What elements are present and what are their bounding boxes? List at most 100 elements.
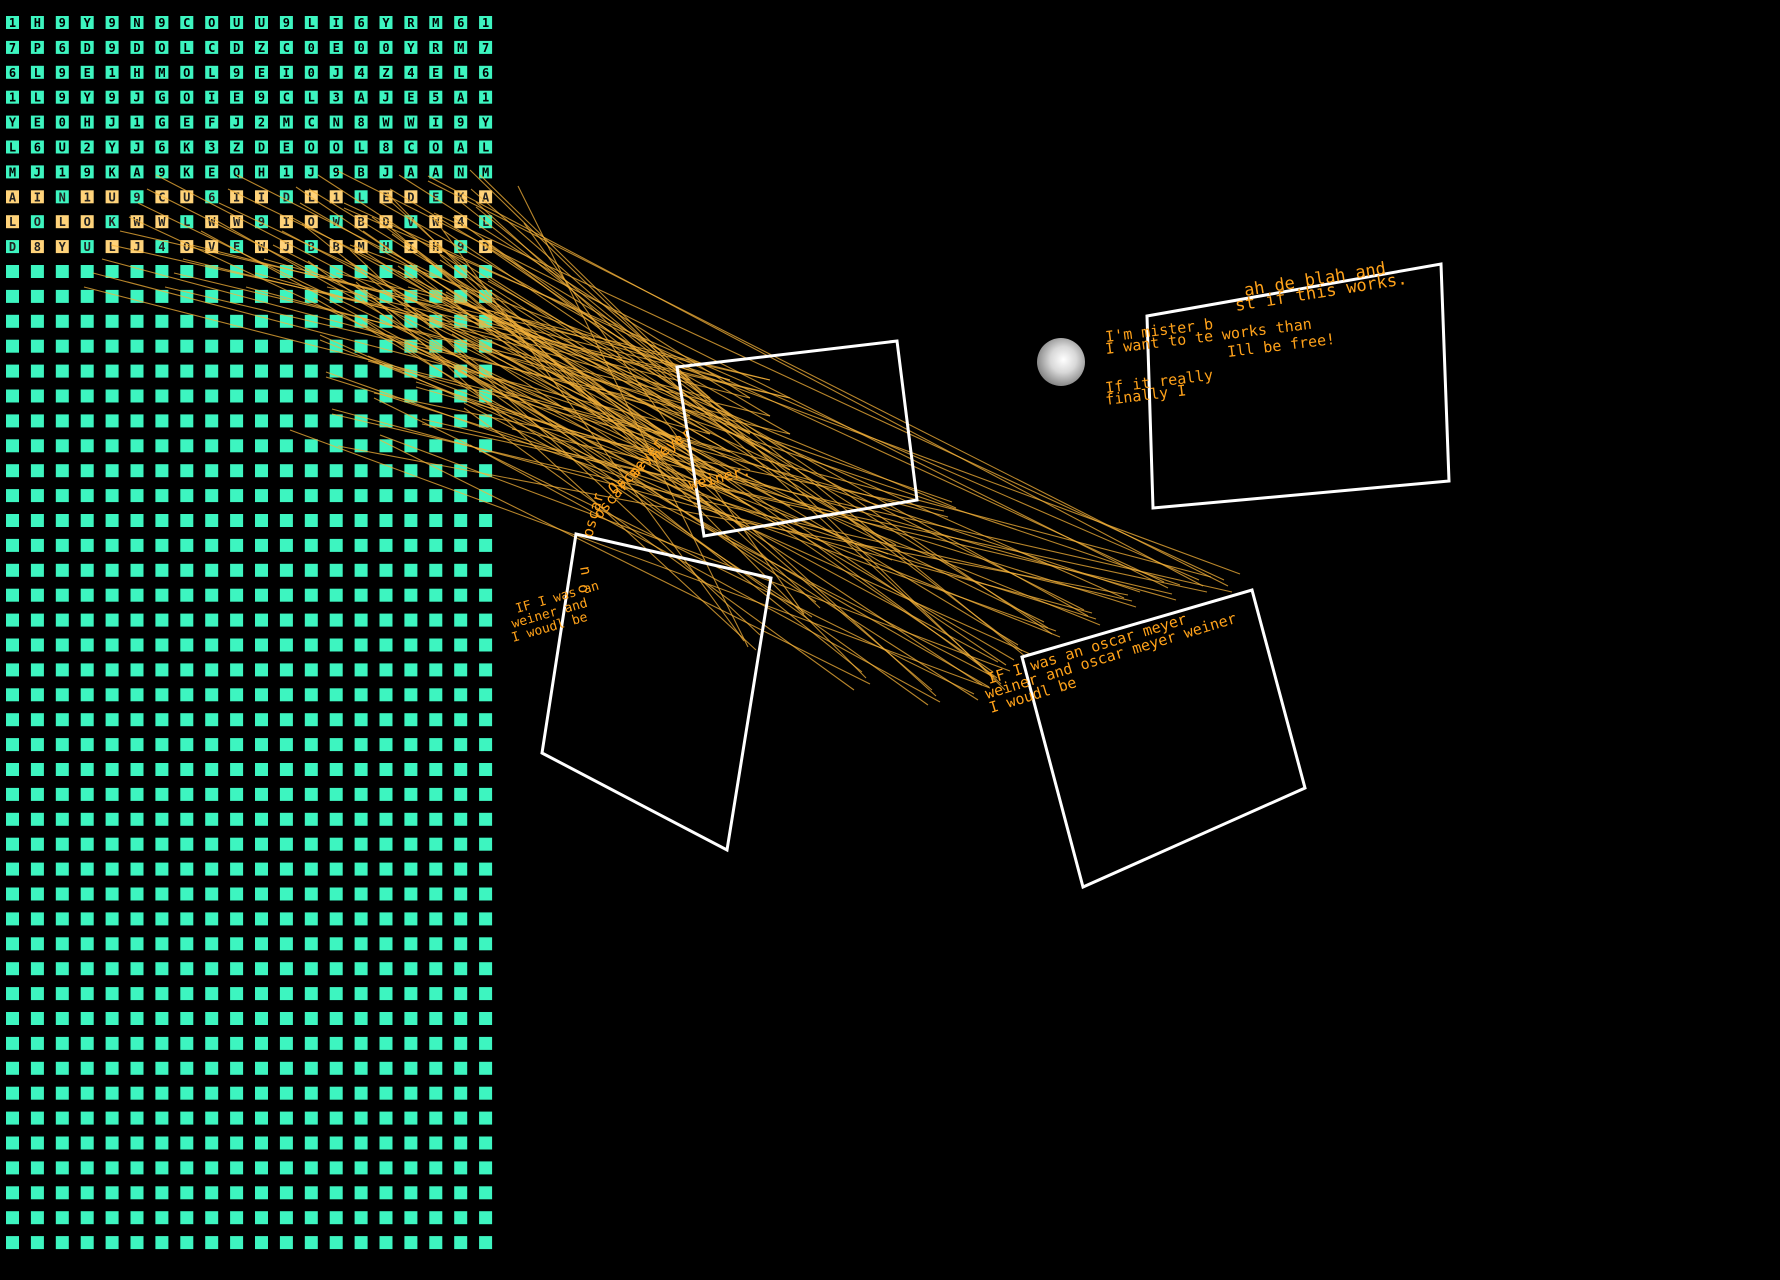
grid-tile (279, 688, 293, 702)
grid-tile (205, 90, 219, 104)
grid-tile (155, 787, 169, 801)
text-glyph-icon: L (183, 41, 190, 55)
grid-tile (230, 738, 244, 752)
grid-tile (230, 1036, 244, 1050)
grid-tile (30, 688, 44, 702)
grid-tile (479, 514, 493, 527)
text-glyph-icon: C (407, 141, 414, 155)
grid-tile (55, 563, 69, 577)
grid-tile (304, 1161, 318, 1175)
grid-tile (6, 339, 19, 353)
grid-tile (279, 912, 293, 926)
grid-tile (255, 514, 268, 527)
grid-tile (329, 414, 343, 428)
grid-tile (55, 688, 69, 702)
grid-tile (205, 339, 219, 353)
light-ray (337, 445, 1129, 596)
grid-tile (354, 962, 368, 976)
grid-tile (55, 588, 69, 602)
text-glyph-icon: Y (382, 16, 390, 30)
grid-tile (6, 837, 19, 851)
grid-tile (354, 190, 368, 204)
grid-tile (180, 937, 194, 951)
text-glyph-icon: O (308, 215, 315, 229)
text-glyph-icon: 1 (333, 190, 340, 204)
grid-tile (30, 1111, 44, 1125)
grid-tile (30, 364, 44, 378)
grid-tile (329, 912, 343, 926)
grid-tile (255, 588, 268, 602)
grid-tile (329, 1186, 343, 1200)
text-glyph-icon: H (133, 66, 140, 80)
grid-tile (30, 912, 44, 926)
grid-tile (479, 40, 493, 54)
text-glyph-icon: W (208, 215, 216, 229)
grid-tile (279, 190, 293, 204)
grid-tile (304, 489, 318, 503)
grid-tile (329, 1136, 343, 1150)
grid-tile (205, 862, 219, 876)
light-ray (409, 344, 1101, 626)
text-glyph-icon: 9 (108, 41, 115, 55)
grid-tile (80, 987, 94, 1001)
grid-tile (80, 489, 94, 503)
grid-tile (329, 713, 343, 727)
grid-tile (304, 912, 318, 926)
grid-tile (6, 1236, 19, 1250)
grid-tile (55, 1186, 69, 1200)
grid-tile (180, 115, 194, 129)
light-ray (343, 202, 1165, 583)
grid-tile (55, 1036, 69, 1050)
grid-tile (454, 563, 468, 577)
light-ray (92, 272, 711, 435)
grid-tile (354, 1136, 368, 1150)
grid-tile (429, 165, 443, 179)
grid-tile (354, 90, 368, 104)
text-glyph-icon: C (183, 16, 190, 30)
grid-tile (279, 812, 293, 826)
grid-tile (80, 65, 94, 79)
text-glyph-icon: A (357, 91, 365, 105)
grid-tile (279, 165, 293, 179)
text-glyph-icon: H (258, 165, 265, 179)
light-ray (155, 174, 691, 453)
grid-tile (329, 1161, 343, 1175)
grid-tile (80, 339, 94, 353)
grid-tile (80, 1111, 94, 1125)
text-glyph-icon: Z (233, 141, 240, 155)
text-glyph-icon: E (183, 116, 190, 130)
grid-tile (155, 1036, 169, 1050)
grid-tile (105, 215, 119, 229)
text-glyph-icon: P (34, 41, 41, 55)
light-ray (463, 407, 855, 691)
grid-tile (155, 812, 169, 826)
grid-tile (354, 389, 368, 403)
grid-tile (304, 837, 318, 851)
grid-tile (329, 1086, 343, 1100)
grid-tile (279, 1036, 293, 1050)
text-glyph-icon: M (283, 116, 290, 130)
text-glyph-icon: U (108, 190, 115, 204)
grid-tile (105, 1161, 119, 1175)
grid-tile (329, 190, 343, 204)
grid-tile (205, 40, 219, 54)
grid-tile (80, 314, 94, 328)
grid-tile (180, 962, 194, 976)
grid-tile (304, 1061, 318, 1075)
grid-tile (279, 937, 293, 951)
grid-tile (279, 1211, 293, 1225)
grid-tile (230, 464, 244, 478)
grid-tile (479, 1161, 493, 1175)
grid-tile (130, 837, 144, 851)
grid-tile (255, 65, 268, 79)
light-ray (119, 230, 771, 381)
grid-tile (180, 165, 194, 179)
grid-tile (180, 389, 194, 403)
light-ray (83, 286, 731, 453)
grid-tile (80, 787, 94, 801)
grid-tile (6, 1012, 19, 1025)
grid-tile (105, 240, 119, 254)
grid-tile (155, 1061, 169, 1075)
grid-tile (80, 165, 94, 179)
grid-tile (6, 713, 19, 727)
